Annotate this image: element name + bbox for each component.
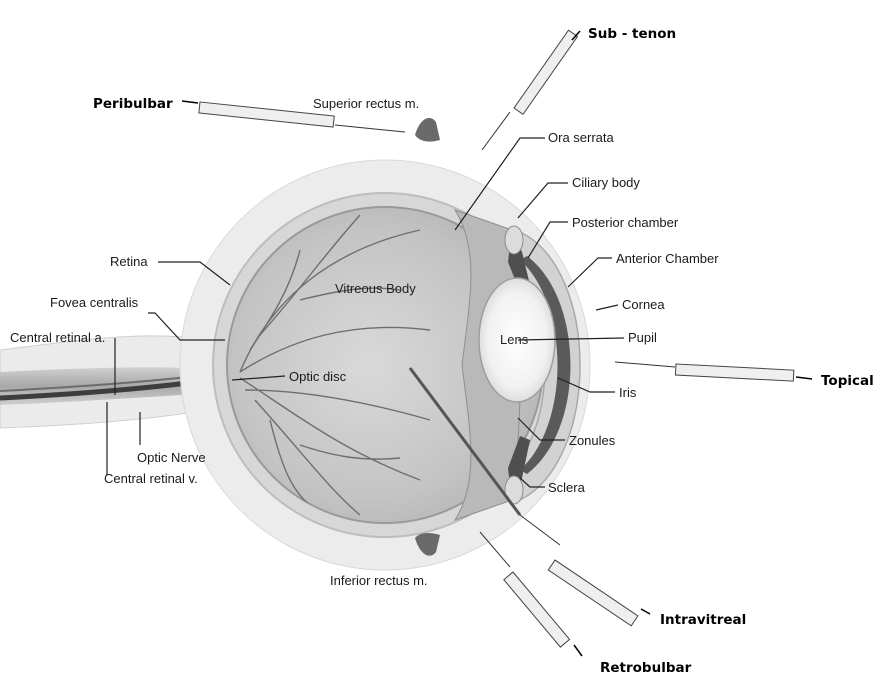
label-fovea-centralis: Fovea centralis (50, 295, 139, 310)
label-anterior-chamber: Anterior Chamber (616, 251, 719, 266)
label-superior-rectus: Superior rectus m. (313, 96, 419, 111)
label-vitreous-body: Vitreous Body (335, 281, 416, 296)
labels: Sub - tenon Peribulbar Superior rectus m… (10, 26, 874, 676)
label-retina: Retina (110, 254, 148, 269)
label-lens: Lens (500, 332, 529, 347)
label-optic-nerve: Optic Nerve (137, 450, 206, 465)
anterior-chamber-shape (520, 256, 571, 474)
lens-shape (478, 277, 556, 403)
label-ciliary-body: Ciliary body (572, 175, 640, 190)
label-optic-disc: Optic disc (289, 369, 347, 384)
label-cornea: Cornea (622, 297, 665, 312)
label-retrobulbar: Retrobulbar (600, 660, 692, 676)
needle-sub-tenon (481, 29, 581, 151)
label-intravitreal: Intravitreal (660, 612, 746, 628)
label-posterior-chamber: Posterior chamber (572, 215, 679, 230)
needle-peribulbar (181, 100, 406, 133)
label-inferior-rectus: Inferior rectus m. (330, 573, 428, 588)
label-central-retinal-vein: Central retinal v. (104, 471, 198, 486)
needle-topical (614, 361, 813, 382)
needle-retrobulbar (479, 531, 583, 657)
label-zonules: Zonules (569, 433, 616, 448)
needle-intravitreal (408, 367, 651, 627)
label-sub-tenon: Sub - tenon (588, 26, 676, 42)
label-sclera: Sclera (548, 480, 586, 495)
label-central-retinal-artery: Central retinal a. (10, 330, 105, 345)
leader-lines (106, 137, 625, 488)
label-pupil: Pupil (628, 330, 657, 345)
superior-rectus-muscle (415, 118, 440, 142)
retinal-vessels (239, 214, 431, 516)
label-iris: Iris (619, 385, 637, 400)
ciliary-upper (504, 225, 524, 255)
label-topical: Topical (821, 373, 874, 389)
label-peribulbar: Peribulbar (93, 96, 173, 112)
inferior-rectus-muscle (415, 533, 440, 556)
ciliary-lower (504, 475, 524, 505)
label-ora-serrata: Ora serrata (548, 130, 615, 145)
